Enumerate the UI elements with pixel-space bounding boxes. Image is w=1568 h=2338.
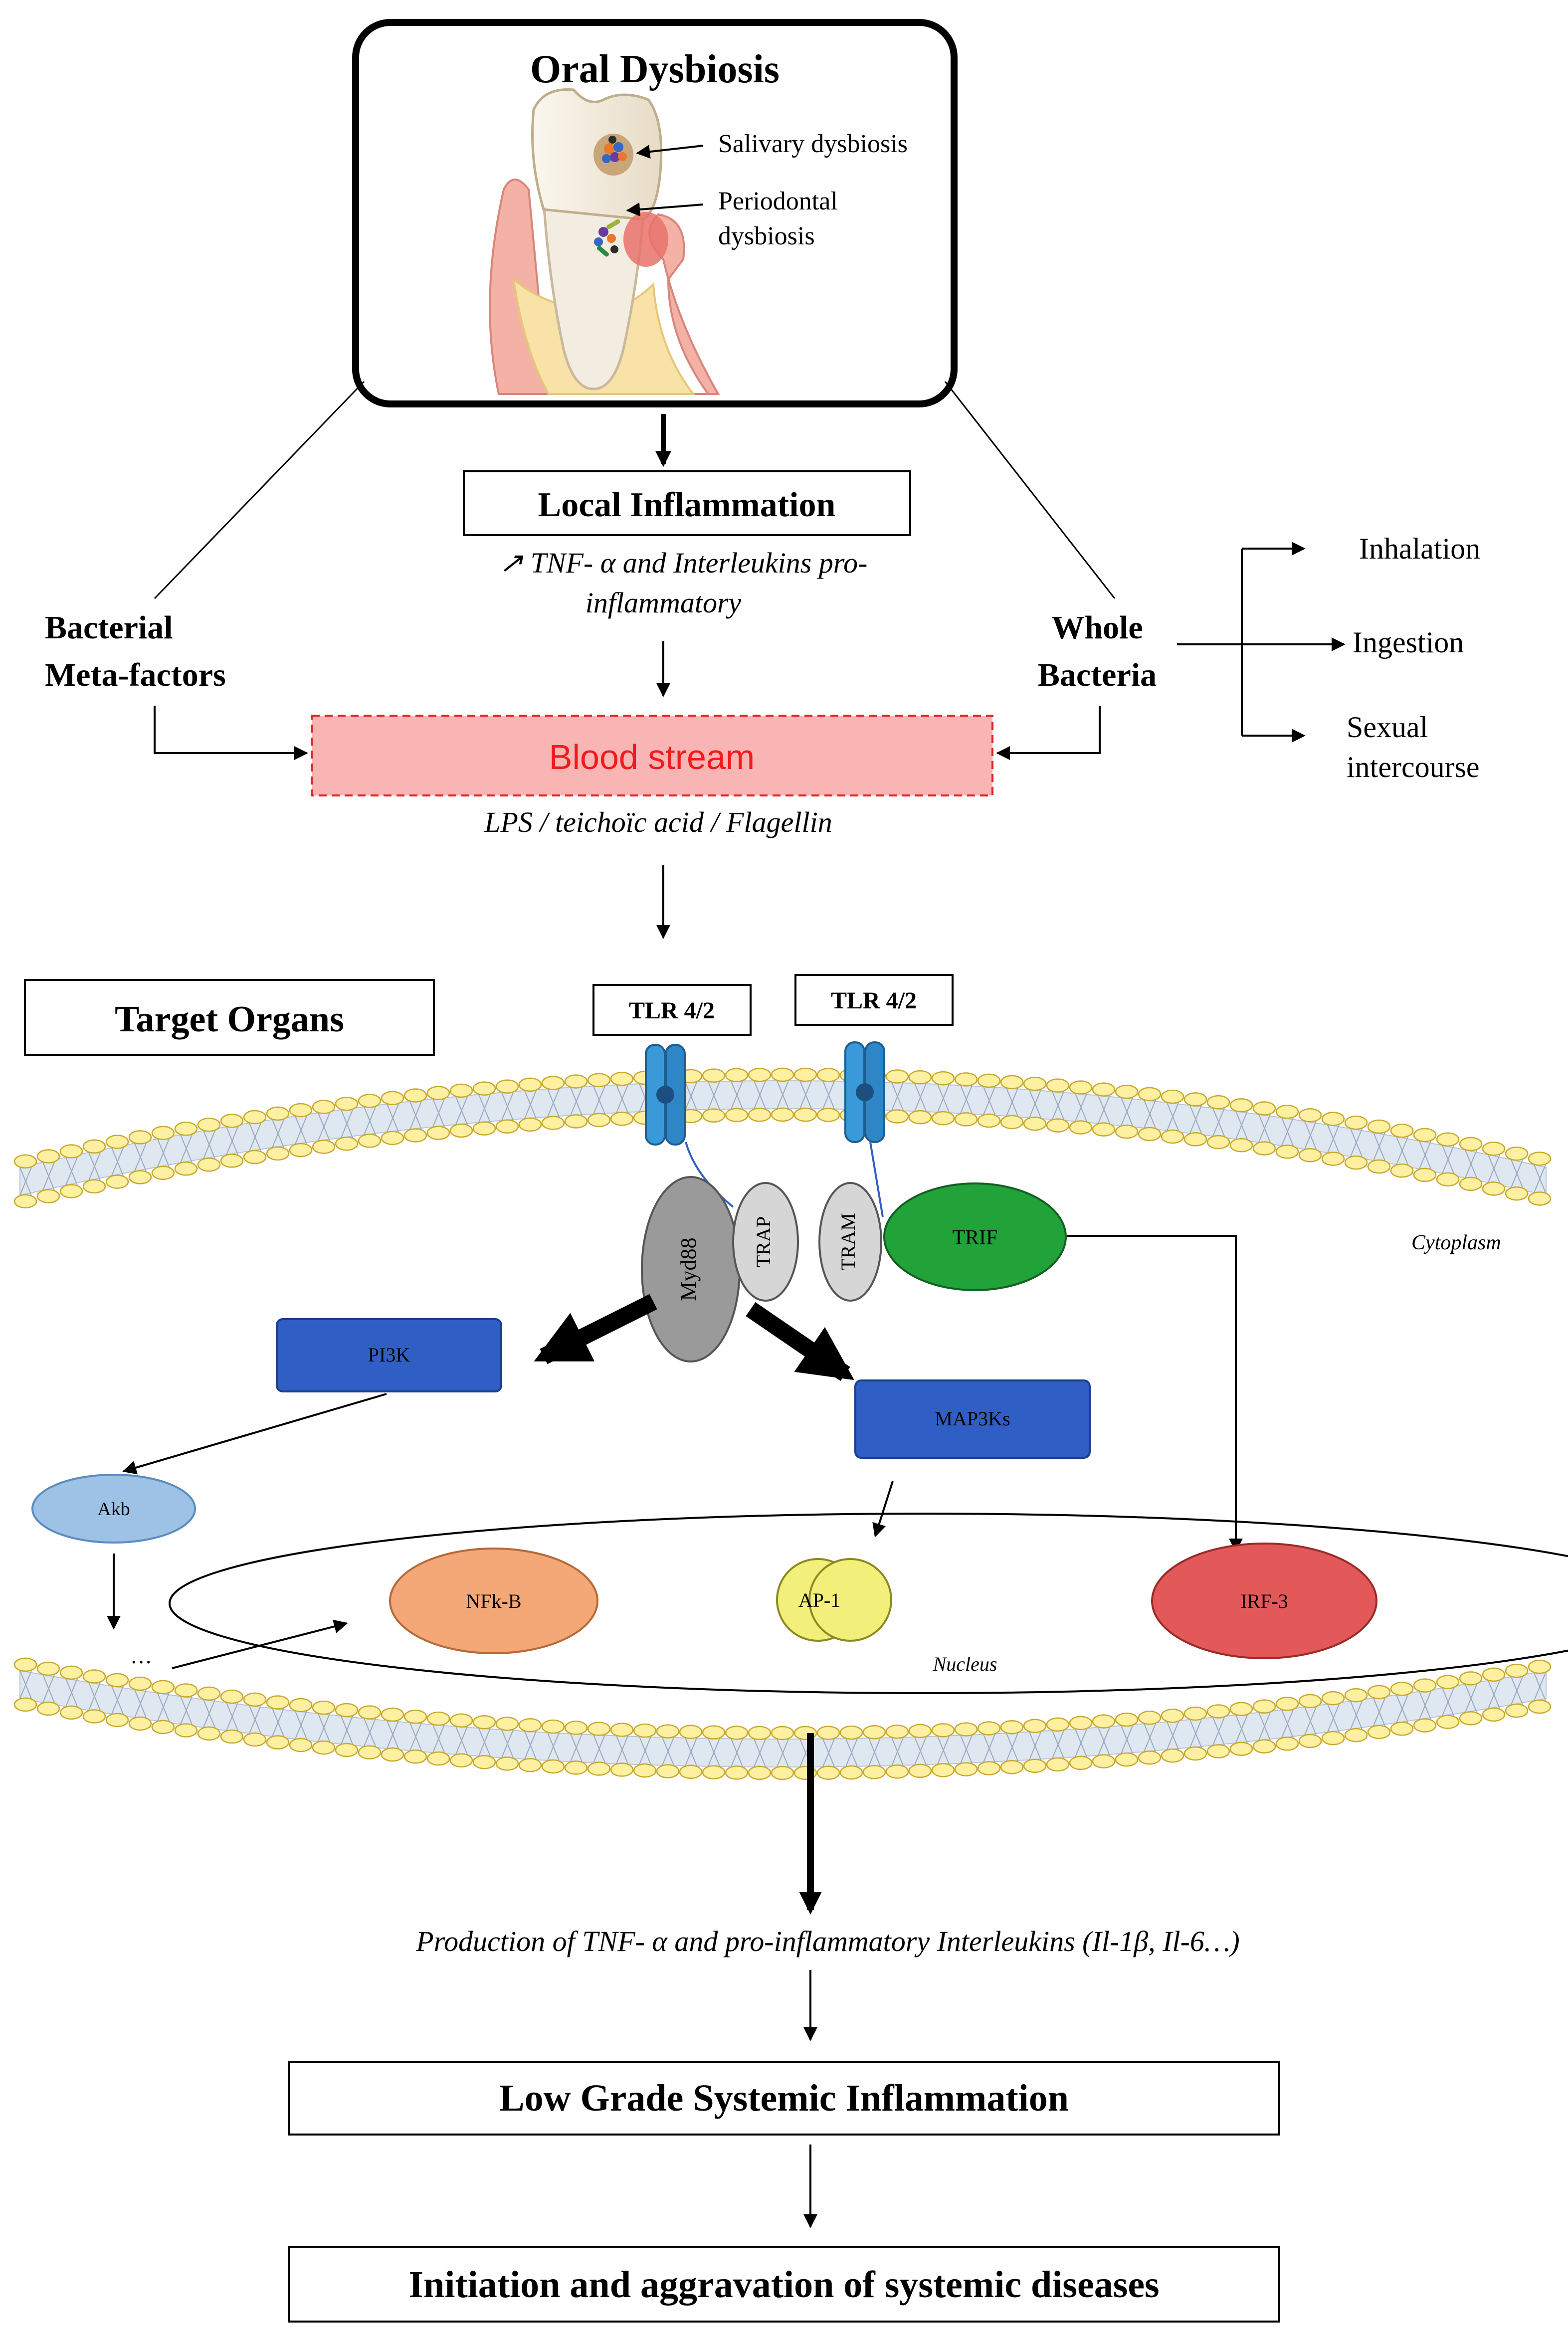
connector-left <box>154 381 365 599</box>
nfkb-node: NFk-B <box>389 1548 598 1654</box>
cell-membrane-bottom <box>13 1657 1552 1780</box>
akb-node: Akb <box>31 1474 196 1544</box>
whole-bacteria-line1: Whole <box>1051 609 1143 646</box>
initiation-label: Initiation and aggravation of systemic d… <box>408 2264 1159 2306</box>
tram-node: TRAM <box>818 1182 882 1302</box>
local-inflammation-note-line2: inflammatory <box>586 586 742 619</box>
nucleus: Nucleus <box>169 1513 1568 1694</box>
irf3-node: IRF-3 <box>1151 1543 1377 1659</box>
trif-label: TRIF <box>952 1226 997 1249</box>
bacterial-meta-line2: Meta-factors <box>45 657 226 693</box>
connector-right <box>944 381 1116 599</box>
periodontal-label-line1: Periodontal <box>718 187 838 215</box>
arrow-myd88-to-pi3k <box>534 1294 657 1364</box>
route-sexual-line2: intercourse <box>1347 751 1480 783</box>
bacterial-meta-line1: Bacterial <box>45 609 173 646</box>
arrow-myd88-to-map3ks <box>746 1302 854 1381</box>
ap1-node: AP-1 <box>776 1558 892 1642</box>
arrow-bacteria-to-blood <box>996 706 1101 760</box>
cytoplasm-label: Cytoplasm <box>1411 1231 1501 1254</box>
blood-stream-box: Blood stream <box>311 715 993 796</box>
periodontal-label-line2: dysbiosis <box>718 222 815 250</box>
myd88-label: Myd88 <box>676 1237 701 1301</box>
pi3k-node: PI3K <box>276 1318 502 1392</box>
target-organs-label: Target Organs <box>115 999 344 1040</box>
arrow-pi3k-to-akb <box>122 1393 387 1475</box>
myd88-node: Myd88 <box>641 1176 741 1363</box>
akb-label: Akb <box>97 1499 130 1520</box>
irf3-label: IRF-3 <box>1240 1590 1288 1612</box>
local-inflammation-note-line1: ↗ TNF- α and Interleukins pro- <box>499 547 868 579</box>
oral-dysbiosis-title: Oral Dysbiosis <box>530 47 780 91</box>
tram-label: TRAM <box>837 1213 859 1271</box>
local-inflammation-label: Local Inflammation <box>538 486 836 524</box>
route-ingestion: Ingestion <box>1353 626 1464 659</box>
tlr-receptor-left <box>645 1044 686 1146</box>
blood-stream-note: LPS / teichoïc acid / Flagellin <box>484 806 832 838</box>
tooth-illustration <box>489 88 720 395</box>
trap-node: TRAP <box>732 1182 799 1302</box>
production-label: Production of TNF- α and pro-inflammator… <box>415 1925 1239 1957</box>
tlr-right-label: TLR 4/2 <box>831 987 917 1014</box>
arrow-meta-to-blood <box>154 706 308 760</box>
tlr-receptor-right <box>844 1041 885 1143</box>
low-grade-inflammation-box: Low Grade Systemic Inflammation <box>288 2061 1280 2136</box>
pi3k-label: PI3K <box>368 1344 410 1366</box>
transmission-routes: Inhalation Ingestion Sexual intercourse <box>1177 532 1480 783</box>
pathway-ellipsis: … <box>130 1644 152 1668</box>
route-sexual-line1: Sexual <box>1347 711 1428 744</box>
nucleus-label: Nucleus <box>933 1653 997 1675</box>
trif-node: TRIF <box>883 1182 1067 1291</box>
salivary-dysbiosis-label: Salivary dysbiosis <box>718 130 908 158</box>
initiation-box: Initiation and aggravation of systemic d… <box>288 2246 1280 2323</box>
map3ks-label: MAP3Ks <box>935 1407 1010 1430</box>
tlr-left-label: TLR 4/2 <box>629 997 715 1024</box>
cell-membrane-top <box>13 1067 1552 1208</box>
blood-stream-label: Blood stream <box>549 738 755 777</box>
ap1-label: AP-1 <box>798 1589 840 1611</box>
tlr-left-box: TLR 4/2 <box>592 984 752 1036</box>
map3ks-node: MAP3Ks <box>854 1379 1091 1459</box>
nfkb-label: NFk-B <box>466 1590 521 1612</box>
low-grade-label: Low Grade Systemic Inflammation <box>499 2077 1069 2119</box>
route-inhalation: Inhalation <box>1359 532 1480 565</box>
tlr-right-box: TLR 4/2 <box>794 974 954 1026</box>
oral-dysbiosis-panel: Oral Dysbiosis <box>352 19 958 407</box>
target-organs-box: Target Organs <box>24 979 435 1056</box>
arrow-trif-to-irf3 <box>1067 1235 1243 1553</box>
local-inflammation-box: Local Inflammation <box>463 470 911 536</box>
trap-label: TRAP <box>752 1216 775 1267</box>
arrow-map3ks-to-ap1 <box>872 1481 894 1538</box>
whole-bacteria-line2: Bacteria <box>1038 657 1157 693</box>
